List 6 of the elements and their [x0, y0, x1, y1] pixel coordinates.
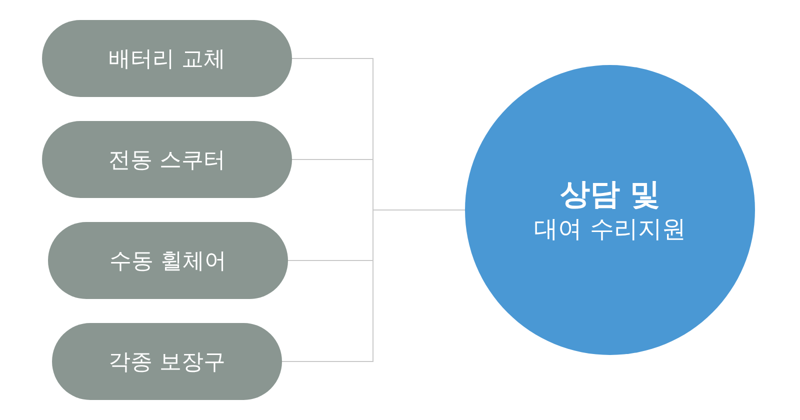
circle-heading: 상담 및 [560, 176, 660, 214]
service-pill: 각종 보장구 [52, 323, 282, 400]
service-pill: 수동 휠체어 [48, 222, 288, 299]
circle-subtitle: 대여 수리지원 [534, 214, 686, 245]
service-pill: 배터리 교체 [42, 20, 292, 97]
service-pill: 전동 스쿠터 [42, 121, 292, 198]
